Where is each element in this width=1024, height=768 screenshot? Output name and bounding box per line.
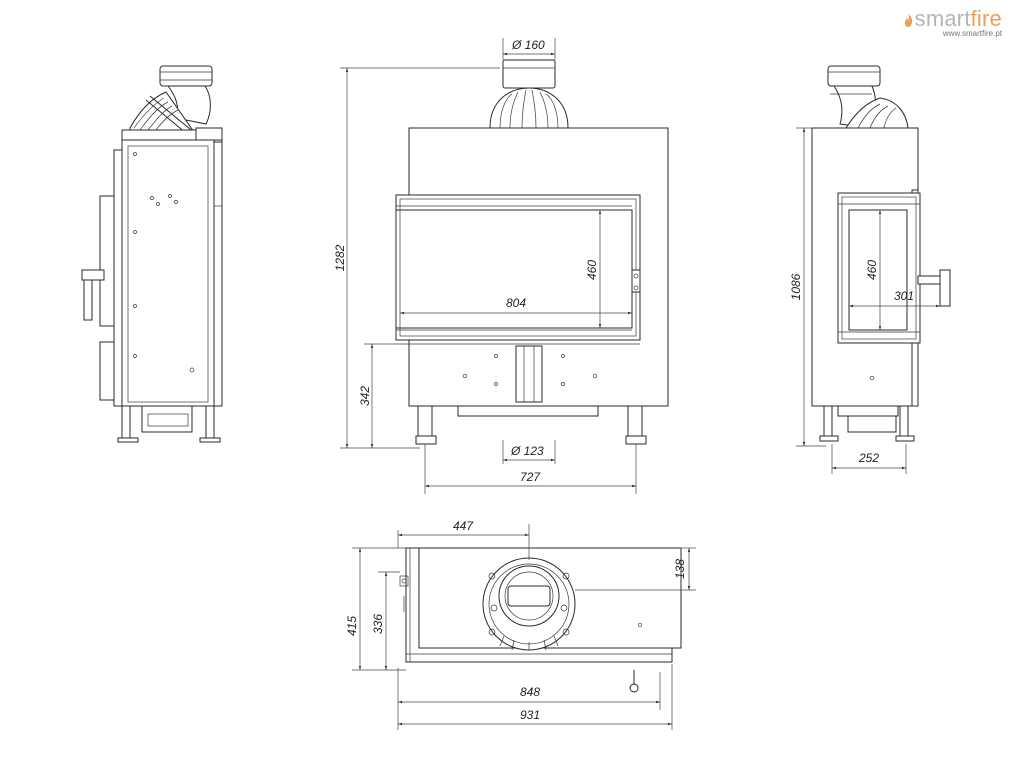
brand-name: smartfire <box>904 6 1002 32</box>
right-side-view <box>811 65 951 442</box>
dim-base-height: 342 <box>358 386 372 406</box>
left-handle <box>81 269 105 281</box>
dimension-lines <box>340 38 940 730</box>
right-handle <box>939 269 951 307</box>
dim-top-inner-depth: 336 <box>371 614 385 634</box>
front-view <box>395 59 669 445</box>
dim-glass-height-front: 460 <box>585 260 599 280</box>
dimension-labels: Ø 160 1282 804 460 342 Ø 123 727 1086 46… <box>333 38 914 722</box>
dim-side-feet-spacing: 252 <box>858 451 879 465</box>
left-body-main <box>121 139 215 407</box>
brand-logo: smartfire www.smartfire.pt <box>904 6 1002 38</box>
dim-top-total-depth: 415 <box>345 616 359 636</box>
front-glass <box>395 209 633 329</box>
dim-top-flue-offset: 447 <box>453 519 474 533</box>
front-flue-collar <box>502 59 556 89</box>
dim-air-inlet-diameter: Ø 123 <box>510 444 544 458</box>
brand-url: www.smartfire.pt <box>942 29 1002 38</box>
brand-name-part1: smart <box>914 6 971 31</box>
dim-top-total-width: 931 <box>520 708 540 722</box>
brand-name-part2: fire <box>970 6 1002 31</box>
dim-feet-spacing: 727 <box>520 470 541 484</box>
left-flue-elbow <box>129 65 213 139</box>
front-door <box>395 194 641 341</box>
dim-top-depth-offset: 138 <box>673 559 687 579</box>
dim-side-glass-height: 460 <box>865 260 879 280</box>
flame-icon <box>904 13 912 27</box>
dim-glass-width: 804 <box>506 296 526 310</box>
dim-overall-height: 1282 <box>333 244 347 271</box>
left-side-view <box>81 65 223 443</box>
top-view <box>399 547 682 693</box>
dim-top-inner-width: 848 <box>520 685 540 699</box>
dim-flue-top-diameter: Ø 160 <box>511 38 545 52</box>
right-glass <box>848 209 908 331</box>
top-flue-ring <box>482 557 576 651</box>
dim-side-height: 1086 <box>789 273 803 300</box>
right-door <box>837 192 921 344</box>
dim-side-glass-width: 301 <box>894 289 914 303</box>
